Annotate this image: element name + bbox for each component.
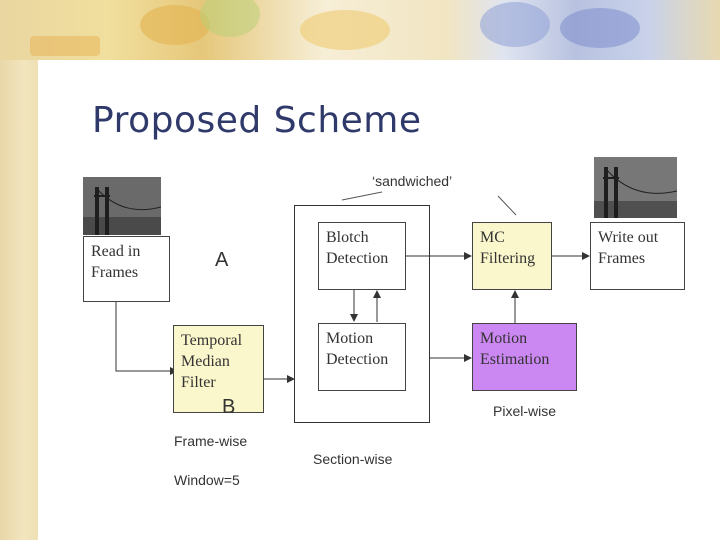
read-in-frames-box: Read in Frames (83, 236, 170, 302)
output-frame-thumbnail (594, 157, 677, 218)
input-frame-thumbnail (83, 177, 161, 235)
blotch-detection-label: Blotch Detection (326, 229, 389, 267)
leaf-decoration (30, 36, 100, 56)
bridge-image-icon (594, 157, 677, 218)
blotch-detection-box: Blotch Detection (318, 222, 406, 290)
motion-estimation-label: Motion Estimation (480, 330, 550, 368)
label-a: A (215, 249, 229, 271)
bridge-image-icon (83, 177, 161, 235)
mc-filtering-label: MC Filtering (480, 229, 536, 267)
label-b: B (222, 396, 236, 418)
motion-estimation-box: Motion Estimation (472, 323, 577, 391)
leaf-decoration (300, 10, 390, 50)
left-decorative-strip (0, 0, 38, 540)
window-size-label: Window=5 (174, 472, 240, 488)
frame-wise-label: Frame-wise (174, 433, 248, 449)
motion-detection-label: Motion Detection (326, 330, 389, 368)
write-out-frames-label: Write out Frames (598, 229, 659, 267)
motion-detection-box: Motion Detection (318, 323, 406, 391)
mc-filtering-box: MC Filtering (472, 222, 552, 290)
slide-title: Proposed Scheme (92, 100, 422, 141)
flower-decoration (480, 2, 550, 47)
leaf-decoration (140, 5, 210, 45)
temporal-median-filter-box: Temporal Median Filter (173, 325, 264, 413)
sandwiched-annotation: ‘sandwiched’ (372, 173, 453, 189)
write-out-frames-box: Write out Frames (590, 222, 685, 290)
top-decorative-band (0, 0, 720, 60)
section-wise-label: Section-wise (313, 451, 393, 467)
pixel-wise-label: Pixel-wise (493, 403, 557, 419)
leaf-decoration (200, 0, 260, 37)
read-in-frames-label: Read in Frames (91, 243, 141, 281)
temporal-median-filter-label: Temporal Median Filter (181, 332, 243, 391)
flower-decoration (560, 8, 640, 48)
